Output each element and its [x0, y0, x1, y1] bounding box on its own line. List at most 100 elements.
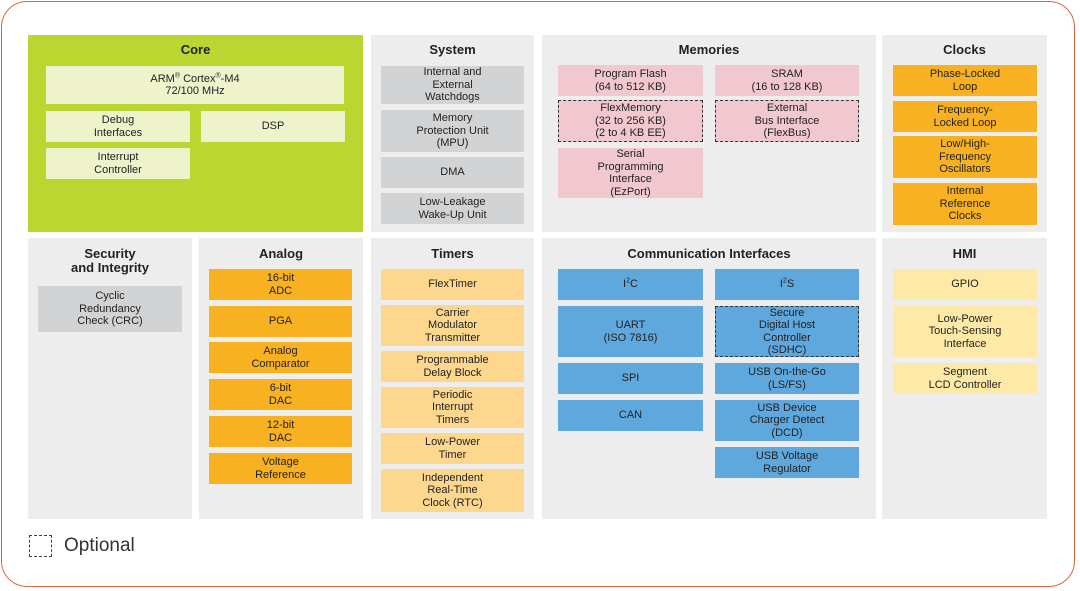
- memories-flash-label: Program Flash (64 to 512 KB): [594, 68, 667, 93]
- panel-system-title: System: [429, 42, 476, 57]
- timers-cmt-label: Carrier Modulator Transmitter: [424, 306, 481, 344]
- comm-uart-label: UART (ISO 7816): [603, 319, 658, 344]
- clocks-oscillators-label: Low/High- Frequency Oscillators: [939, 138, 991, 176]
- legend-optional-label: Optional: [64, 535, 135, 556]
- timers-pdb-box: Programmable Delay Block: [381, 351, 524, 382]
- memories-sram-box: SRAM (16 to 128 KB): [715, 65, 859, 96]
- core-debug-box: Debug Interfaces: [46, 111, 190, 142]
- memories-sram-label: SRAM (16 to 128 KB): [751, 68, 823, 93]
- core-cpu-label: ARM® Cortex®-M4 72/100 MHz: [150, 71, 240, 97]
- panel-system: System Internal and External Watchdogs M…: [371, 35, 534, 232]
- timers-pit-label: Periodic Interrupt Timers: [432, 388, 473, 426]
- core-interrupt-label: Interrupt Controller: [94, 151, 142, 176]
- comm-sdhc-label: Secure Digital Host Controller (SDHC): [758, 306, 816, 357]
- panel-timers-title: Timers: [431, 246, 474, 261]
- timers-flextimer-box: FlexTimer: [381, 269, 524, 300]
- analog-comparator-label: Analog Comparator: [251, 345, 310, 370]
- system-wakeup-label: Low-Leakage Wake-Up Unit: [418, 196, 487, 221]
- comm-spi-box: SPI: [558, 363, 703, 394]
- memories-flexbus-label: External Bus Interface (FlexBus): [754, 102, 820, 140]
- core-interrupt-box: Interrupt Controller: [46, 148, 190, 179]
- comm-usb-dcd-box: USB Device Charger Detect (DCD): [715, 400, 859, 441]
- panel-analog-title: Analog: [258, 246, 304, 261]
- core-debug-label: Debug Interfaces: [93, 114, 143, 139]
- analog-6bit-dac-box: 6-bit DAC: [209, 379, 352, 410]
- clocks-pll-box: Phase-Locked Loop: [893, 65, 1037, 96]
- timers-rtc-box: Independent Real-Time Clock (RTC): [381, 469, 524, 512]
- memories-flexbus-box: External Bus Interface (FlexBus): [715, 100, 859, 142]
- panel-core-title: Core: [180, 42, 211, 57]
- panel-comm-title: Communication Interfaces: [627, 246, 791, 261]
- clocks-pll-label: Phase-Locked Loop: [929, 68, 1001, 93]
- security-crc-label: Cyclic Redundancy Check (CRC): [77, 290, 143, 328]
- comm-i2s-label: I2S: [779, 277, 795, 291]
- timers-flextimer-label: FlexTimer: [428, 278, 477, 291]
- panel-memories: Memories Program Flash (64 to 512 KB) SR…: [542, 35, 876, 232]
- panel-clocks-title: Clocks: [943, 42, 986, 57]
- panel-hmi: HMI GPIO Low-Power Touch-Sensing Interfa…: [882, 238, 1047, 519]
- panel-analog: Analog 16-bit ADC PGA Analog Comparator …: [199, 238, 363, 519]
- panel-security-title: Security and Integrity: [70, 246, 149, 275]
- hmi-gpio-label: GPIO: [951, 278, 979, 291]
- legend-optional-swatch: [29, 535, 52, 557]
- analog-voltage-ref-label: Voltage Reference: [255, 456, 306, 481]
- panel-hmi-title: HMI: [952, 246, 977, 261]
- clocks-fll-box: Frequency- Locked Loop: [893, 101, 1037, 132]
- system-watchdogs-box: Internal and External Watchdogs: [381, 66, 524, 104]
- hmi-lcd-label: Segment LCD Controller: [928, 366, 1002, 391]
- comm-can-label: CAN: [618, 409, 643, 422]
- analog-pga-label: PGA: [268, 315, 293, 328]
- timers-lptimer-box: Low-Power Timer: [381, 433, 524, 464]
- clocks-internal-ref-box: Internal Reference Clocks: [893, 183, 1037, 225]
- comm-can-box: CAN: [558, 400, 703, 431]
- memories-flexmemory-label: FlexMemory (32 to 256 KB) (2 to 4 KB EE): [595, 102, 666, 140]
- security-crc-box: Cyclic Redundancy Check (CRC): [38, 286, 182, 332]
- memories-flash-box: Program Flash (64 to 512 KB): [558, 65, 703, 96]
- analog-12bit-dac-label: 12-bit DAC: [266, 419, 295, 444]
- memories-ezport-box: Serial Programming Interface (EzPort): [558, 148, 703, 198]
- panel-security: Security and Integrity Cyclic Redundancy…: [28, 238, 192, 519]
- timers-cmt-box: Carrier Modulator Transmitter: [381, 305, 524, 346]
- analog-adc-box: 16-bit ADC: [209, 269, 352, 300]
- system-watchdogs-label: Internal and External Watchdogs: [423, 66, 482, 104]
- system-wakeup-box: Low-Leakage Wake-Up Unit: [381, 193, 524, 224]
- timers-pit-box: Periodic Interrupt Timers: [381, 387, 524, 428]
- memories-flexmemory-box: FlexMemory (32 to 256 KB) (2 to 4 KB EE): [558, 100, 703, 142]
- clocks-internal-ref-label: Internal Reference Clocks: [939, 185, 991, 223]
- timers-pdb-label: Programmable Delay Block: [416, 354, 489, 379]
- comm-usb-otg-label: USB On-the-Go (LS/FS): [748, 366, 826, 391]
- system-dma-label: DMA: [440, 166, 465, 179]
- comm-spi-label: SPI: [621, 372, 640, 385]
- comm-i2s-box: I2S: [715, 269, 859, 300]
- timers-rtc-label: Independent Real-Time Clock (RTC): [421, 471, 484, 509]
- analog-adc-label: 16-bit ADC: [266, 272, 295, 297]
- analog-comparator-box: Analog Comparator: [209, 342, 352, 373]
- comm-usb-otg-box: USB On-the-Go (LS/FS): [715, 363, 859, 394]
- system-mpu-label: Memory Protection Unit (MPU): [416, 112, 489, 150]
- hmi-gpio-box: GPIO: [893, 269, 1037, 300]
- analog-voltage-ref-box: Voltage Reference: [209, 453, 352, 484]
- comm-i2c-box: I2C: [558, 269, 703, 300]
- memories-ezport-label: Serial Programming Interface (EzPort): [597, 148, 664, 198]
- clocks-oscillators-box: Low/High- Frequency Oscillators: [893, 136, 1037, 178]
- hmi-lcd-box: Segment LCD Controller: [893, 363, 1037, 394]
- core-dsp-box: DSP: [201, 111, 345, 142]
- panel-comm: Communication Interfaces I2C I2S UART (I…: [542, 238, 876, 519]
- comm-uart-box: UART (ISO 7816): [558, 306, 703, 357]
- panel-core: Core ARM® Cortex®-M4 72/100 MHz Debug In…: [28, 35, 363, 232]
- panel-timers: Timers FlexTimer Carrier Modulator Trans…: [371, 238, 534, 519]
- system-mpu-box: Memory Protection Unit (MPU): [381, 110, 524, 152]
- core-cpu-box: ARM® Cortex®-M4 72/100 MHz: [46, 66, 344, 104]
- core-dsp-label: DSP: [261, 120, 285, 133]
- panel-memories-title: Memories: [678, 42, 740, 57]
- comm-i2c-label: I2C: [623, 277, 638, 291]
- analog-6bit-dac-label: 6-bit DAC: [268, 382, 293, 407]
- timers-lptimer-label: Low-Power Timer: [424, 436, 481, 461]
- analog-pga-box: PGA: [209, 306, 352, 337]
- analog-12bit-dac-box: 12-bit DAC: [209, 416, 352, 447]
- comm-sdhc-box: Secure Digital Host Controller (SDHC): [715, 306, 859, 357]
- system-dma-box: DMA: [381, 157, 524, 188]
- hmi-tsi-box: Low-Power Touch-Sensing Interface: [893, 306, 1037, 357]
- comm-usb-dcd-label: USB Device Charger Detect (DCD): [749, 401, 825, 439]
